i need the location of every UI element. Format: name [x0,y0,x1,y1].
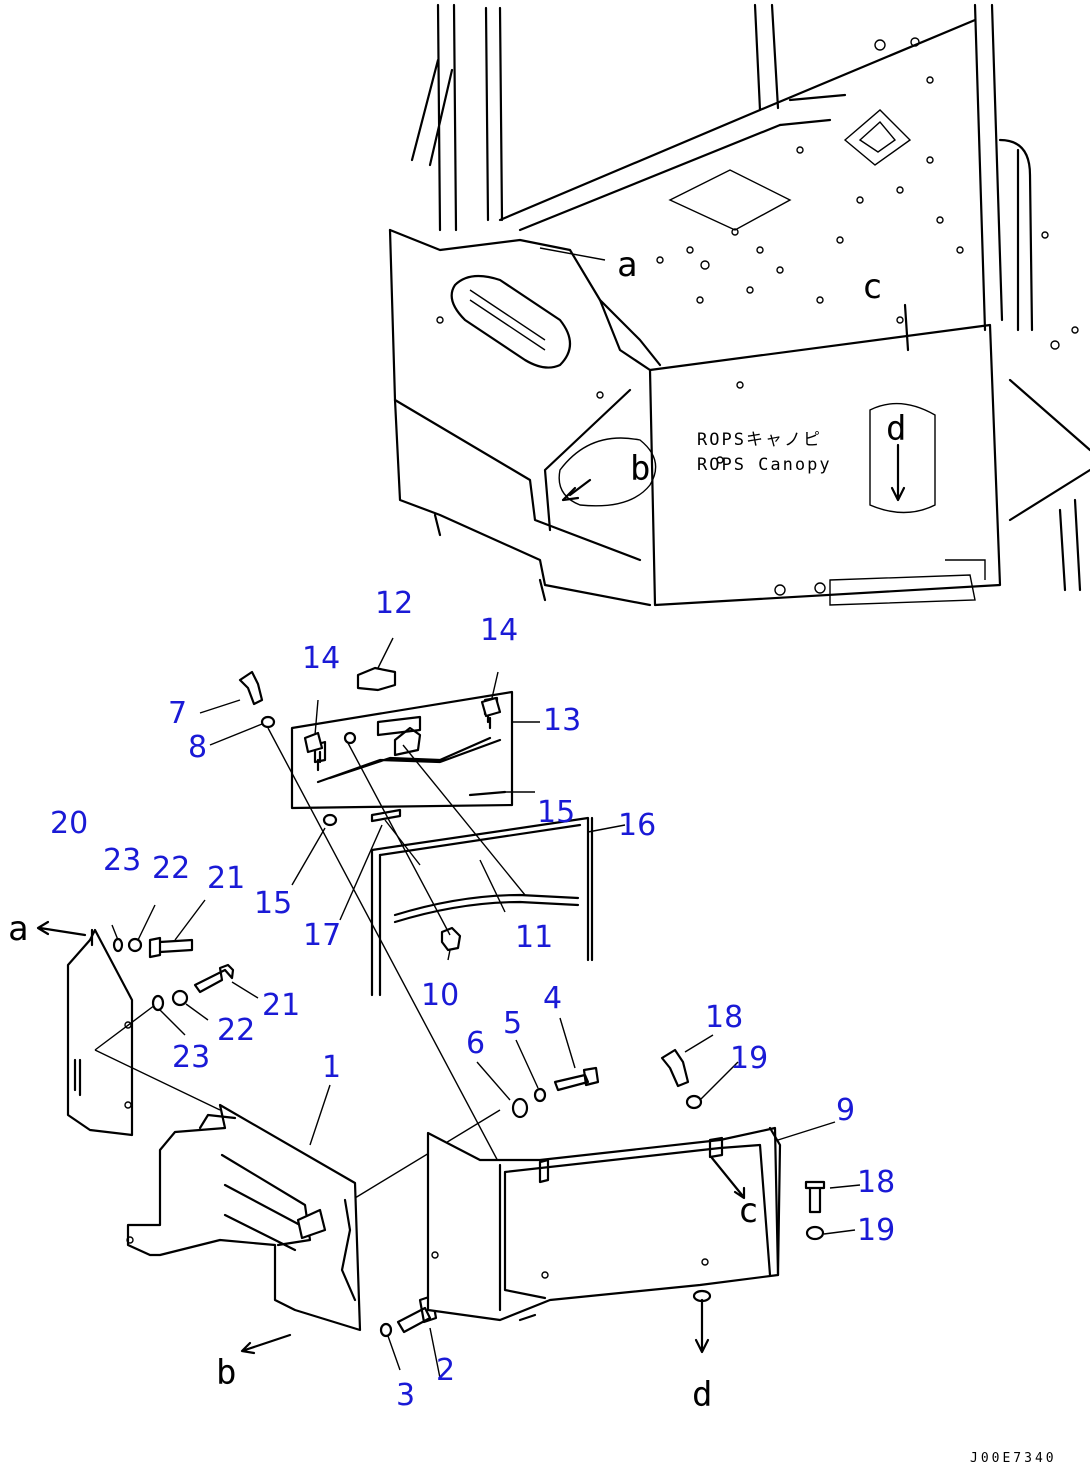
callout-16: 16 [618,808,656,843]
plate-text-en: ROPS Canopy [697,455,832,475]
grommet-15 [322,813,338,827]
callout-12: 12 [375,586,413,621]
callout-13: 13 [543,703,581,738]
callout-10: 10 [421,978,459,1013]
callout-14-left: 14 [302,641,340,676]
cover-13 [290,690,514,810]
callout-leaders [111,637,861,1379]
ref-letter-d-top: d [886,409,906,449]
callout-15-right: 15 [537,795,575,830]
callout-15-left: 15 [254,886,292,921]
callout-21-bottom: 21 [262,988,300,1023]
callout-20: 20 [50,806,88,841]
nut-10 [440,926,462,952]
ref-letter-b-top: b [630,449,650,489]
callout-18-bottom: 18 [857,1165,895,1200]
guard-box-9 [426,1126,782,1322]
ref-letter-c-top: c [862,267,882,307]
callout-2: 2 [436,1353,455,1388]
callout-14-right: 14 [480,613,518,648]
washer-3 [379,1322,393,1338]
drawing-code: J00E7340 [970,1451,1057,1466]
bolt-7 [238,670,264,706]
bolt-21b [193,963,235,994]
washer-8 [260,715,276,729]
callout-1: 1 [322,1050,341,1085]
washer-23a [112,937,124,953]
callout-9: 9 [836,1093,855,1128]
washer-19b [805,1225,825,1241]
clip-14-right [480,696,502,718]
washer-23b [151,994,165,1012]
bolt-18b [804,1180,826,1214]
ref-letter-d-bottom: d [692,1375,712,1415]
ref-letter-b-bottom: b [216,1353,236,1393]
callout-8: 8 [188,730,207,765]
ref-letter-c-panel: c [738,1191,758,1231]
callout-22-top: 22 [152,851,190,886]
clip-12 [356,666,397,692]
callout-23-bottom: 23 [172,1040,210,1075]
seal-panel-16 [370,816,594,997]
callout-19-bottom: 19 [857,1213,895,1248]
callout-4: 4 [543,981,562,1016]
cover-20 [66,928,221,1137]
washer-22b [171,989,189,1007]
callout-19-top: 19 [730,1041,768,1076]
bolt-21a [148,936,194,959]
washer-6 [511,1097,529,1119]
callout-6: 6 [466,1026,485,1061]
callout-3: 3 [396,1378,415,1413]
callout-17: 17 [303,918,341,953]
ref-letter-a-side: a [8,909,28,949]
washer-5 [533,1087,547,1103]
rops-canopy [388,3,1090,607]
bolt-4 [553,1066,600,1092]
clip-14-left [303,731,324,754]
bolt-18a [660,1048,690,1088]
callout-22-bottom: 22 [217,1013,255,1048]
callout-23-top: 23 [103,843,141,878]
washer-19a [685,1094,703,1110]
callout-18-top: 18 [705,1000,743,1035]
washer-22a [127,937,143,953]
callout-21-top: 21 [207,861,245,896]
callout-7: 7 [168,696,187,731]
callout-11: 11 [515,920,553,955]
callout-5: 5 [503,1006,522,1041]
plate-text-jp: ROPSキャノピ [697,430,822,450]
ref-letter-a-top: a [617,245,637,285]
